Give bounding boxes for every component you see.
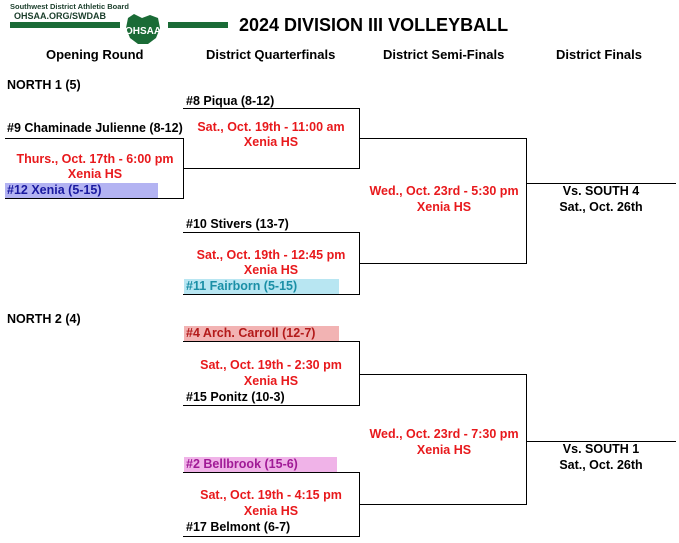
column-district-semifinals: District Semi-Finals (383, 47, 505, 62)
game-venue-qf1: Xenia HS (243, 135, 299, 149)
bracket-line (359, 374, 526, 375)
game-venue-qf2: Xenia HS (243, 263, 299, 277)
bracket-line (5, 198, 183, 199)
game-venue-opening: Xenia HS (67, 167, 123, 181)
bracket-label-north-1: NORTH 1 (5) (7, 78, 81, 92)
page-title: 2024 DIVISION III VOLLEYBALL (239, 15, 509, 35)
org-url: OHSAA.ORG/SWDAB (14, 11, 106, 21)
team-belmont: #17 Belmont (6-7) (186, 520, 291, 534)
bracket-line (183, 405, 359, 406)
final-opponent-1: Vs. SOUTH 4 (562, 184, 640, 198)
bracket-line (359, 263, 526, 264)
bracket-line (183, 108, 359, 109)
final-opponent-2: Vs. SOUTH 1 (562, 442, 640, 456)
game-time-qf3: Sat., Oct. 19th - 2:30 pm (200, 358, 342, 372)
column-district-finals: District Finals (556, 47, 642, 62)
bracket-line (359, 341, 360, 406)
team-stivers: #10 Stivers (13-7) (186, 217, 289, 231)
game-time-opening: Thurs., Oct. 17th - 6:00 pm (16, 152, 174, 166)
bracket-label-north-2: NORTH 2 (4) (7, 312, 81, 326)
team-arch-carroll: #4 Arch. Carroll (12-7) (184, 326, 339, 341)
bracket-line (183, 536, 359, 537)
team-chaminade-julienne: #9 Chaminade Julienne (8-12) (7, 121, 183, 135)
bracket-line (526, 183, 676, 184)
bracket-line (526, 138, 527, 264)
bracket-line (526, 374, 527, 505)
column-opening-round: Opening Round (46, 47, 144, 62)
game-venue-sf2: Xenia HS (416, 443, 472, 457)
team-piqua: #8 Piqua (8-12) (186, 94, 275, 108)
bracket-line (359, 504, 526, 505)
final-date-1: Sat., Oct. 26th (559, 200, 643, 214)
team-xenia: #12 Xenia (5-15) (5, 183, 158, 198)
bracket-line (183, 472, 359, 473)
final-date-2: Sat., Oct. 26th (559, 458, 643, 472)
bracket-line (183, 294, 359, 295)
green-bar-right (168, 22, 228, 28)
game-time-qf2: Sat., Oct. 19th - 12:45 pm (196, 248, 346, 262)
bracket-line (359, 138, 526, 139)
team-bellbrook: #2 Bellbrook (15-6) (184, 457, 337, 472)
green-bar-left (10, 22, 120, 28)
bracket-line (5, 138, 183, 139)
game-venue-qf3: Xenia HS (243, 374, 299, 388)
svg-text:OHSAA: OHSAA (125, 26, 161, 37)
ohsaa-logo: OHSAA (120, 12, 166, 46)
column-district-quarterfinals: District Quarterfinals (206, 47, 336, 62)
game-time-qf1: Sat., Oct. 19th - 11:00 am (197, 120, 345, 134)
bracket-line (183, 341, 359, 342)
team-ponitz: #15 Ponitz (10-3) (186, 390, 285, 404)
bracket-line (183, 232, 359, 233)
game-venue-sf1: Xenia HS (416, 200, 472, 214)
bracket-line (526, 441, 676, 442)
org-name: Southwest District Athletic Board (10, 2, 129, 11)
game-venue-qf4: Xenia HS (243, 504, 299, 518)
game-time-sf2: Wed., Oct. 23rd - 7:30 pm (369, 427, 519, 441)
game-time-sf1: Wed., Oct. 23rd - 5:30 pm (369, 184, 519, 198)
game-time-qf4: Sat., Oct. 19th - 4:15 pm (200, 488, 342, 502)
team-fairborn: #11 Fairborn (5-15) (184, 279, 339, 294)
bracket-line (183, 168, 359, 169)
